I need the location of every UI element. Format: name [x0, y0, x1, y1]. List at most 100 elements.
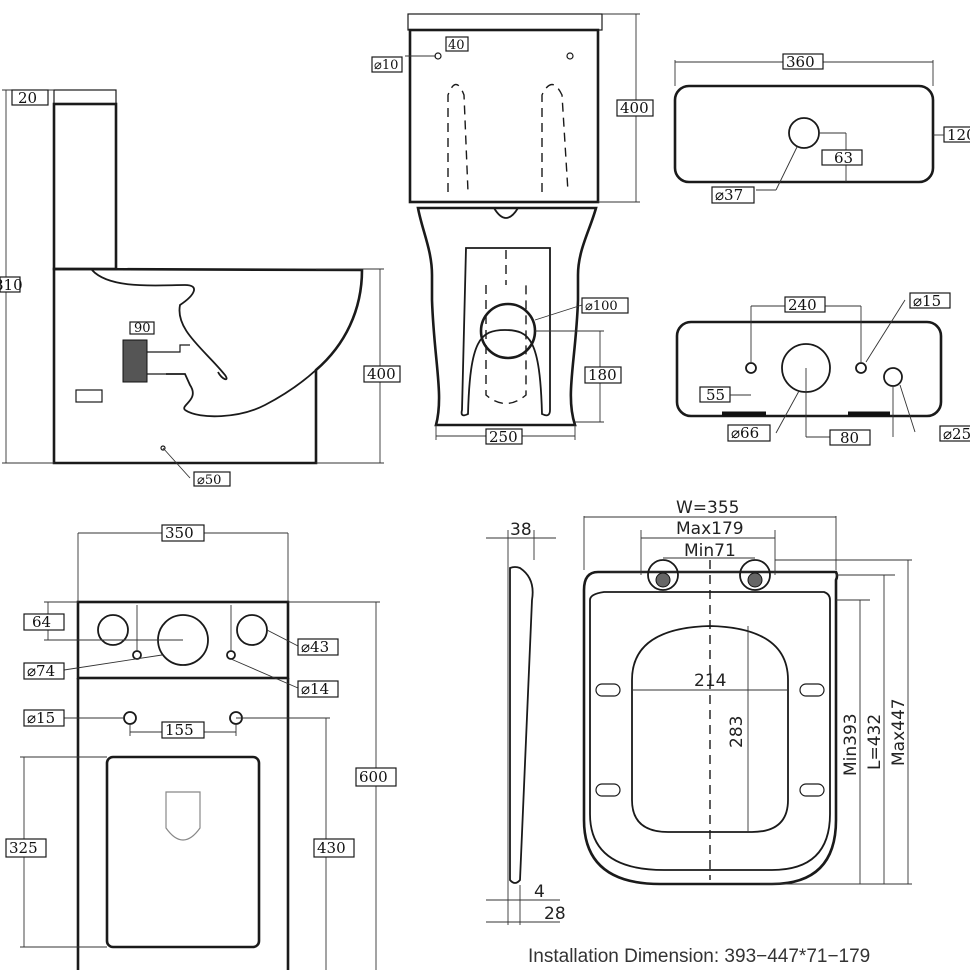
center-hole-box [23, 662, 65, 680]
tank-lid [53, 89, 117, 105]
hole-dia-leader [775, 146, 798, 191]
outlet-height-label: 180 [588, 366, 617, 384]
installation-caption: Installation Dimension: 393−447*71−179 [528, 946, 870, 967]
lid-top-view: 360 120 63 ⌀37 [673, 53, 970, 204]
depth-offset-label: 64 [32, 613, 51, 631]
outlet-circle [479, 302, 537, 360]
outlet-dia-box [581, 297, 629, 314]
large-hole-leader [266, 629, 299, 647]
pedestal [416, 206, 598, 427]
top-bowl-sides [76, 678, 290, 970]
height-box [0, 276, 21, 293]
small-hole-box-2 [297, 680, 339, 698]
button-hole-label: ⌀10 [374, 58, 398, 73]
max-adjust-label: Max179 [676, 519, 744, 539]
spacing-box [784, 296, 826, 313]
bowl-height-box [363, 365, 401, 383]
seat-rim [589, 591, 831, 871]
button-hole-right [566, 52, 574, 60]
large-hole-box [297, 638, 339, 656]
tank-top-outline [675, 320, 943, 418]
lid-width-label: 360 [786, 53, 815, 71]
top-pin-left [132, 650, 142, 660]
tank-height-label: 400 [620, 99, 649, 117]
front-view: ⌀10 40 ⌀100 400 180 250 [371, 13, 654, 446]
small-hole-label-2: ⌀14 [301, 680, 329, 698]
bowl-depth-label: 430 [317, 839, 346, 857]
trap-neck [166, 373, 194, 411]
fix-spacing-label: 155 [165, 721, 194, 739]
tank-right-hole [883, 367, 903, 387]
bumper-3 [595, 783, 621, 797]
small-hole-leader-2 [230, 658, 299, 689]
outlet-leader [534, 304, 583, 321]
top-view: 350 64 ⌀43 ⌀74 ⌀14 ⌀15 155 600 430 [5, 524, 397, 970]
front-tank-lid [407, 13, 603, 31]
floor-hole [160, 445, 166, 451]
hole-offset-label: 63 [834, 149, 853, 167]
edge-offset-label: 55 [706, 386, 725, 404]
tank-depth-label: 20 [18, 89, 37, 107]
center-offset-box [829, 429, 871, 446]
right-hole-leader [899, 384, 916, 433]
floor-outlet-box [193, 471, 231, 487]
center-offset-label: 80 [840, 429, 859, 447]
lid-outline [673, 84, 935, 184]
hinge-left-bolt [655, 572, 671, 588]
main-hole-leader [775, 390, 800, 434]
outlet-width-label: 90 [134, 321, 151, 336]
button-offset-box [445, 36, 469, 52]
bumper-1 [595, 683, 621, 697]
total-depth-label: 600 [359, 768, 388, 786]
bowl-depth-box [313, 838, 355, 858]
width-box [161, 524, 205, 542]
button-offset-label: 40 [448, 38, 465, 53]
center-hole-label: ⌀74 [27, 662, 55, 680]
spacing-label: 240 [788, 296, 817, 314]
seat-depth-box [5, 838, 47, 858]
main-hole-label: ⌀66 [731, 424, 759, 442]
seat-hole [165, 791, 201, 841]
hinge-right [739, 559, 771, 591]
hole-dia-box [711, 186, 755, 204]
large-hole-label: ⌀43 [301, 638, 329, 656]
hole-dia-label: ⌀37 [715, 186, 743, 204]
seat-outer [582, 570, 839, 886]
right-hole-box [939, 425, 970, 442]
top-hole-right [236, 614, 268, 646]
floor-leader [162, 447, 191, 479]
tank-height-box [616, 99, 654, 117]
outlet-label-box [129, 321, 155, 335]
bowl-outline [52, 267, 364, 465]
small-hole-label: ⌀15 [913, 292, 941, 310]
hinge-left [647, 559, 679, 591]
front-tank [408, 28, 600, 204]
trap-lower [184, 369, 317, 418]
hole-offset-box [821, 149, 863, 166]
total-box [355, 767, 397, 787]
tank-depth-box [11, 89, 49, 106]
max-length-label: Max447 [889, 698, 909, 766]
inner-length-label: 283 [727, 716, 747, 748]
fix-hole-label: ⌀15 [27, 709, 55, 727]
bowl-height-label: 400 [367, 365, 396, 383]
depth-box [23, 613, 65, 631]
seat-profile [509, 566, 534, 884]
tank-top-view: 240 ⌀15 55 ⌀66 80 ⌀25 [675, 292, 970, 447]
seat-view: 38 4 28 W=355 Max179 Min71 214 283 [486, 498, 912, 925]
inner-dash [485, 285, 527, 405]
thickness-label: 38 [510, 520, 532, 540]
bumper-4 [799, 783, 825, 797]
lid-depth-box [943, 126, 970, 143]
floor-outlet-label: ⌀50 [197, 473, 221, 488]
length-label: L=432 [865, 714, 885, 770]
fix-hole-box [23, 709, 65, 727]
base-width-label: 250 [489, 428, 518, 446]
fix-spacing-box [161, 721, 205, 739]
base-width-box [485, 428, 523, 445]
side-view: 90 ⌀50 810 20 400 [0, 89, 401, 488]
top-pin-right [226, 650, 236, 660]
outlet-dia-label: ⌀100 [585, 299, 618, 314]
outlet-hatch [122, 339, 148, 383]
